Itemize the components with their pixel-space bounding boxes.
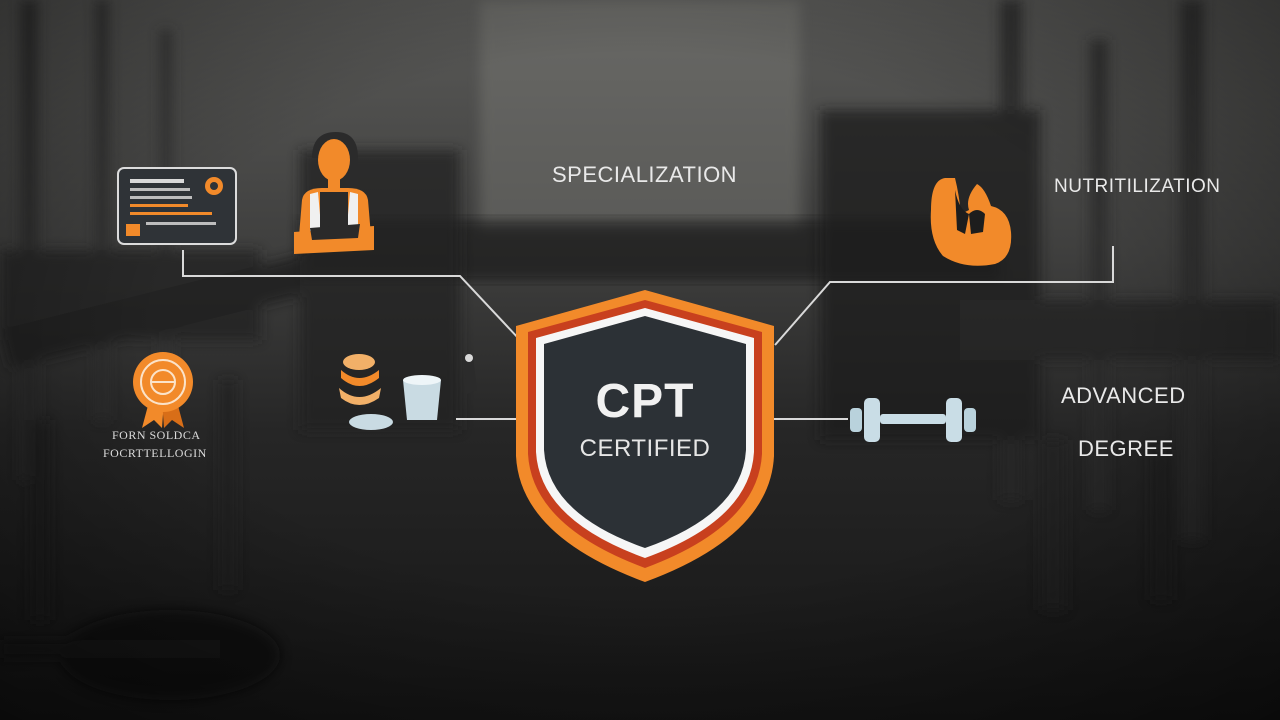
left-caption-line1: FORN SOLDCA — [112, 428, 201, 442]
nutrition-label: NUTRITILIZATION — [1054, 176, 1221, 197]
food-bowl-icon — [339, 354, 477, 430]
degree-label: DEGREE — [1078, 436, 1174, 461]
left-caption-line2: FOCRTTELLOGIN — [103, 446, 207, 460]
dumbbell-icon — [850, 398, 976, 442]
connector-top-right — [774, 246, 1114, 346]
advanced-label: ADVANCED — [1061, 383, 1186, 408]
muscle-arm-icon — [930, 178, 1012, 266]
award-rosette-icon — [133, 352, 193, 428]
id-card-icon — [117, 167, 237, 245]
specialization-label: SPECIALIZATION — [552, 162, 738, 187]
badge-title: CPT — [595, 375, 695, 428]
trainer-person-icon — [294, 132, 374, 254]
cpt-shield-badge — [516, 290, 774, 582]
badge-subtitle: CERTIFIED — [579, 435, 711, 462]
connector-top-left — [182, 250, 521, 341]
